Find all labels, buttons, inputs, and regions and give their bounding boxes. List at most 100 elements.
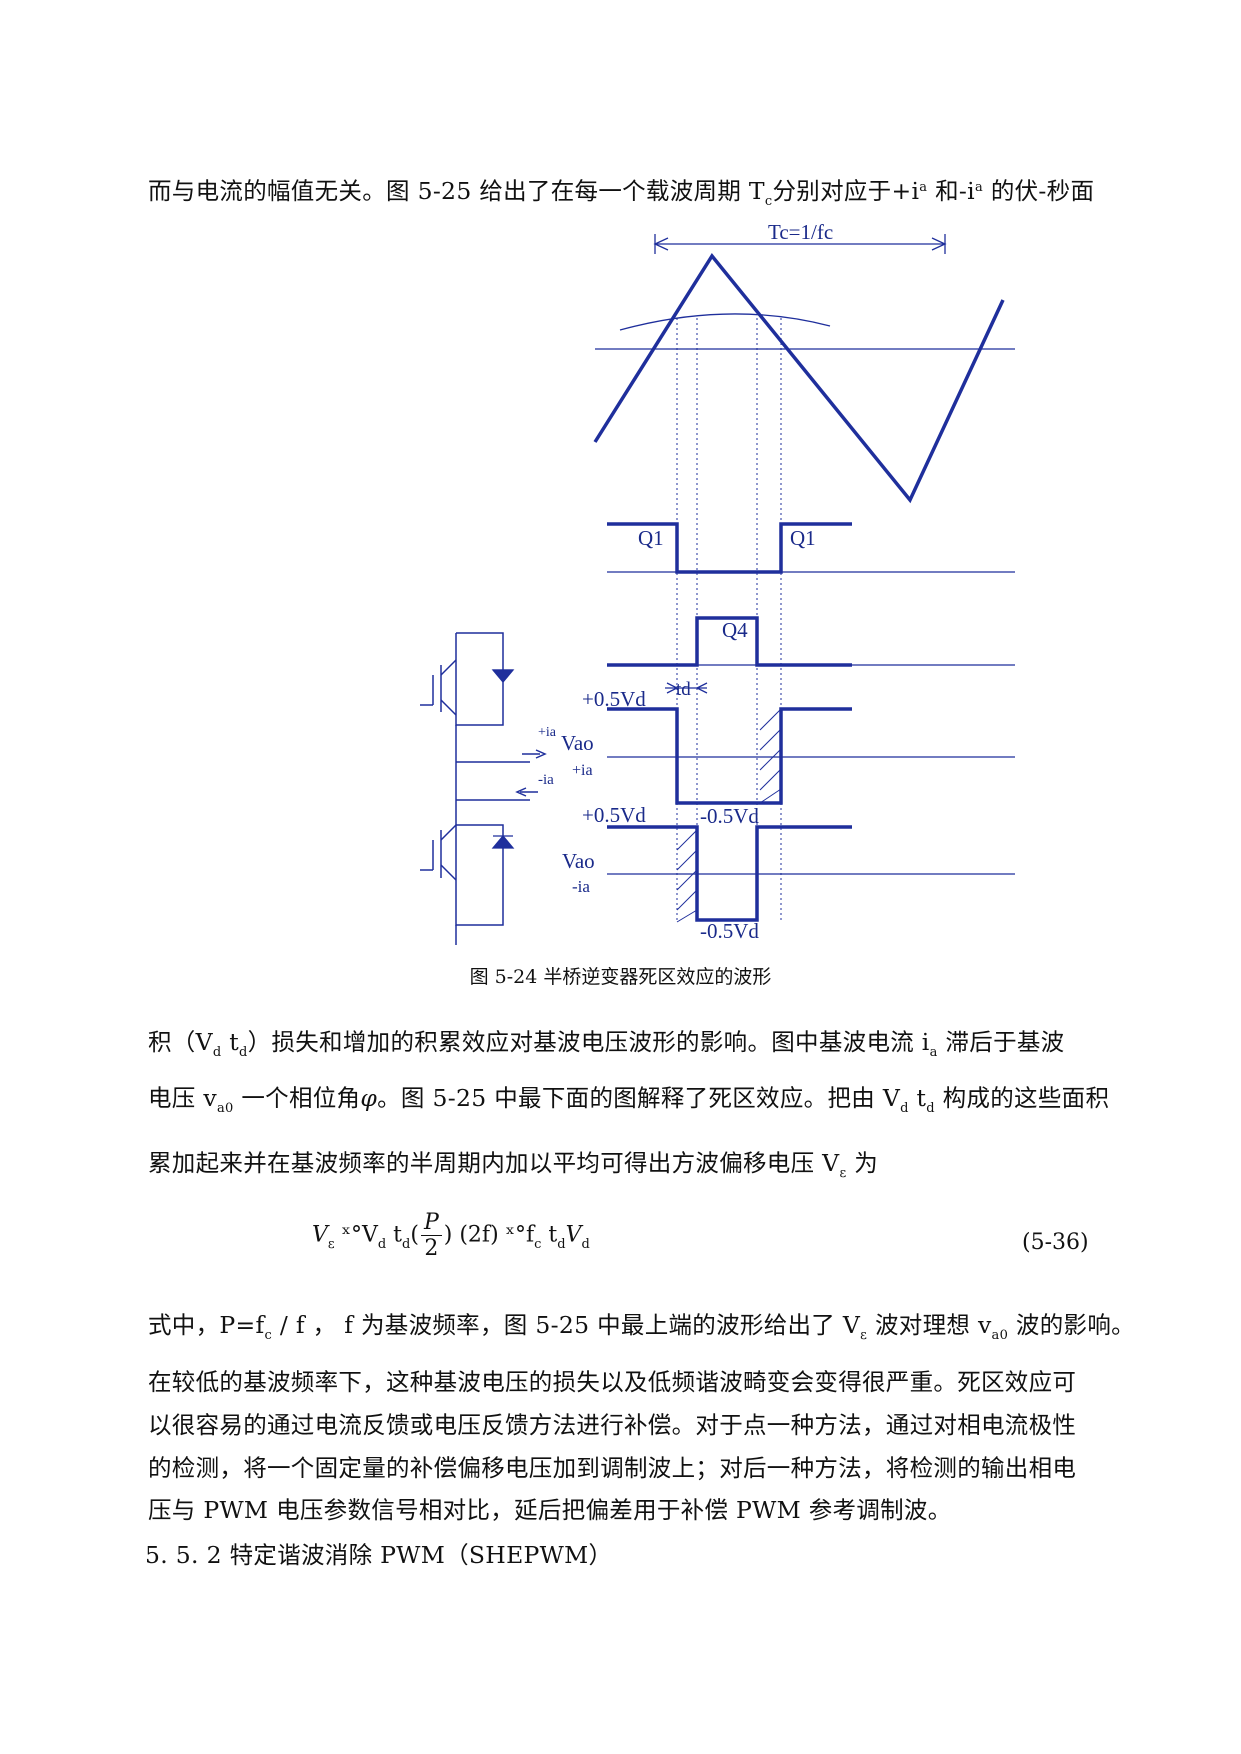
- text-run: 电压 v: [148, 1084, 217, 1112]
- subscript: ε: [327, 1236, 335, 1252]
- figure-labels: Tc=1/fc Q1 Q1 Q4 td +0.5Vd -0.5Vd +0.5Vd…: [538, 220, 833, 943]
- text-run: ）损失和增加的积累效应对基波电压波形的影响。图中基波电流 i: [247, 1028, 930, 1056]
- paragraph-1: 而与电流的幅值无关。图 5-25 给出了在每一个载波周期 Tc分别对应于+ia …: [148, 176, 1094, 211]
- hatched-areas: [676, 708, 782, 923]
- q4-label: Q4: [722, 618, 748, 642]
- lower-collector: [440, 824, 457, 841]
- paragraph-7: 以很容易的通过电流反馈或电压反馈方法进行补偿。对于点一种方法，通过对相电流极性: [148, 1411, 1077, 1439]
- lower-diode-triangle: [491, 834, 515, 849]
- plus-half-vd-label-1: +0.5Vd: [582, 687, 646, 711]
- subscript: d: [926, 1101, 935, 1116]
- formula-term: V: [312, 1222, 328, 1248]
- plus-half-vd-label-2: +0.5Vd: [582, 803, 646, 827]
- subscript: d: [239, 1045, 248, 1060]
- td-label: td: [676, 679, 691, 700]
- text-run: 波对理想 v: [867, 1311, 992, 1339]
- q1-left-label: Q1: [638, 526, 664, 550]
- subscript: a0: [991, 1328, 1009, 1343]
- text-run: 累加起来并在基波频率的半周期内加以平均可得出方波偏移电压 V: [148, 1149, 840, 1177]
- text-run: 一个相位角: [233, 1084, 361, 1112]
- diodes: [491, 669, 515, 849]
- text-run: 而与电流的幅值无关。图 5-25 给出了在每一个载波周期 T: [148, 177, 765, 205]
- td-arrow-left: [695, 682, 708, 694]
- superscript: a: [919, 180, 928, 195]
- text-run: t: [221, 1028, 240, 1056]
- superscript: a: [975, 180, 984, 195]
- subscript: c: [534, 1236, 542, 1252]
- paragraph-8: 的检测，将一个固定量的补偿偏移电压加到调制波上；对后一种方法，将检测的输出相电: [148, 1454, 1077, 1482]
- period-arrow-left: [653, 237, 669, 251]
- fraction-numerator: P: [420, 1210, 442, 1236]
- subscript: c: [264, 1328, 273, 1343]
- phi-symbol: φ: [360, 1084, 378, 1112]
- subscript: d: [402, 1236, 411, 1252]
- text-run: 的伏-秒面: [983, 177, 1095, 205]
- text-run: / f ， f 为基波频率，图 5-25 中最上端的波形给出了 V: [272, 1311, 861, 1339]
- formula-term: ): [443, 1222, 453, 1248]
- period-arrow-right: [931, 237, 947, 251]
- paragraph-9: 压与 PWM 电压参数信号相对比，延后把偏差用于补偿 PWM 参考调制波。: [148, 1496, 952, 1524]
- text-run: 滞后于基波: [937, 1028, 1065, 1056]
- hatch-line: [759, 728, 782, 751]
- vao-minus-ia-waveform: [607, 825, 852, 922]
- paragraph-4: 累加起来并在基波频率的半周期内加以平均可得出方波偏移电压 Vε 为: [148, 1148, 878, 1183]
- hatch-line: [676, 849, 698, 871]
- plus-ia-wave-label: +ia: [572, 762, 593, 779]
- fraction-denominator: 2: [424, 1236, 439, 1261]
- hatch-line: [676, 869, 698, 891]
- plus-ia-circuit-label: +ia: [538, 725, 557, 740]
- modulating-wave-arc: [619, 313, 831, 331]
- period-label: Tc=1/fc: [768, 220, 833, 244]
- formula-term: f: [525, 1222, 535, 1248]
- formula-term: V: [361, 1222, 378, 1248]
- vao-plus-ia-waveform: [607, 707, 852, 805]
- text-run: 式中，P=f: [148, 1311, 265, 1339]
- vao-label-1: Vao: [561, 731, 594, 755]
- section-heading: 5. 5. 2 特定谐波消除 PWM（SHEPWM）: [145, 1541, 613, 1569]
- text-run: t: [908, 1084, 927, 1112]
- q1-waveform: [607, 522, 852, 574]
- upper-switch-frame: [455, 632, 504, 726]
- text-run: 分别对应于+i: [772, 177, 920, 205]
- subscript: d: [581, 1236, 590, 1252]
- vao-label-2: Vao: [562, 849, 595, 873]
- lower-switch-frame: [455, 800, 504, 926]
- dead-time-waveform-figure: Tc=1/fc Q1 Q1 Q4 td +0.5Vd -0.5Vd +0.5Vd…: [420, 220, 1015, 945]
- formula-term: t: [541, 1222, 558, 1248]
- text-run: 为: [846, 1149, 879, 1177]
- upper-diode-triangle: [491, 669, 515, 684]
- minus-ia-arrow-head: [515, 787, 527, 797]
- subscript: d: [212, 1045, 222, 1060]
- paragraph-5: 式中，P=fc / f ， f 为基波频率，图 5-25 中最上端的波形给出了 …: [148, 1310, 1135, 1345]
- figure-strokes: [593, 234, 1015, 922]
- formula-term: (: [410, 1222, 419, 1248]
- formula-term: (2f) ˣ°: [452, 1222, 526, 1248]
- half-bridge-circuit: [420, 632, 547, 945]
- upper-collector: [440, 659, 457, 676]
- equation-number: (5-36): [1022, 1230, 1089, 1255]
- hatch-line: [676, 829, 698, 851]
- subscript: a0: [216, 1101, 234, 1116]
- text-run: 构成的这些面积: [934, 1084, 1110, 1112]
- formula-term: V: [565, 1222, 582, 1248]
- subscript: d: [377, 1236, 387, 1252]
- q1-right-label: Q1: [790, 526, 816, 550]
- lower-emitter: [440, 864, 457, 881]
- carrier-triangle-wave: [593, 253, 1005, 504]
- formula-term: ˣ°: [334, 1222, 362, 1248]
- subscript: ε: [839, 1166, 847, 1181]
- plus-ia-arrow-head: [535, 749, 547, 759]
- text-run: 积（V: [148, 1028, 213, 1056]
- figure-caption: 图 5-24 半桥逆变器死区效应的波形: [469, 966, 772, 988]
- formula-term: t: [386, 1222, 403, 1248]
- text-run: 波的影响。: [1008, 1311, 1135, 1339]
- paragraph-3: 电压 va0 一个相位角φ。图 5-25 中最下面的图解释了死区效应。把由 Vd…: [148, 1083, 1109, 1118]
- hatch-line: [676, 889, 698, 911]
- minus-half-vd-label-1: -0.5Vd: [700, 804, 759, 828]
- text-run: 和-i: [927, 177, 975, 205]
- subscript: a: [929, 1045, 938, 1060]
- subscript: c: [764, 194, 773, 209]
- td-arrow-right: [666, 682, 679, 694]
